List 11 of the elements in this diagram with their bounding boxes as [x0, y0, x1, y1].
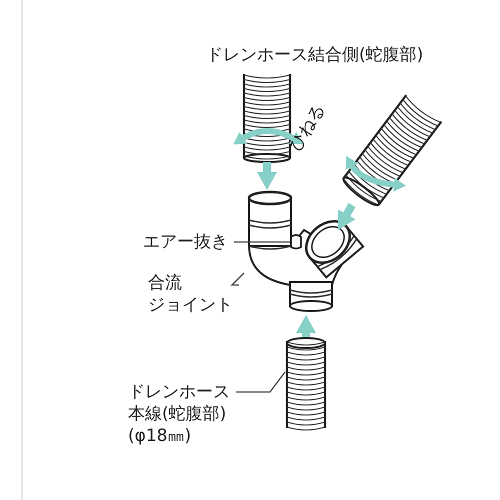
callout-text: ドレンホース本線(蛇腹部)(φ18㎜)	[128, 381, 230, 447]
callout-text: エアー抜き	[143, 231, 228, 253]
arrow	[296, 315, 316, 337]
twist-label: ひねる	[284, 100, 330, 155]
leader-line	[236, 372, 286, 393]
arrow	[257, 162, 277, 190]
arrow	[338, 203, 356, 230]
leader-line	[230, 272, 244, 286]
callout-text: 合流ジョイント	[148, 272, 233, 316]
leader-line	[234, 241, 290, 243]
heading: ドレンホース結合側(蛇腹部)	[206, 44, 424, 66]
